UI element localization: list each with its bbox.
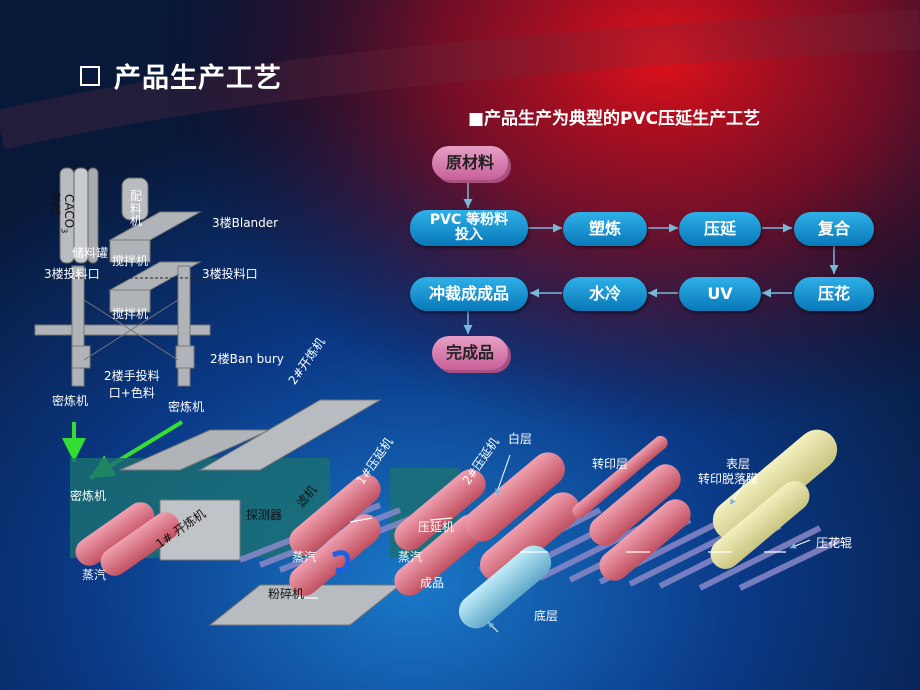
label-floor3-blander: 3楼Blander: [212, 216, 279, 230]
mixer-platform: [34, 211, 211, 387]
node-finished: 完成品: [432, 336, 508, 370]
node-water-cool: 水冷: [563, 277, 647, 311]
checkbox-bullet-icon: [80, 65, 100, 86]
label-crusher: 粉碎机: [268, 587, 305, 601]
node-plasticize: 塑炼: [563, 212, 647, 246]
label-feed-port-right: 3楼投料口: [202, 267, 258, 281]
node-punch: 冲裁成成品: [410, 277, 528, 311]
storage-tanks: [59, 167, 149, 264]
label-steam-3: 蒸汽: [398, 550, 423, 564]
flow-arrows: [463, 182, 839, 334]
label-internal-mixer-right: 密炼机: [168, 400, 205, 414]
page-title: 产品生产工艺: [114, 63, 282, 94]
label-caco3: CACO3: [59, 194, 76, 234]
title-bar: 产品生产工艺: [80, 56, 282, 95]
node-powder-input: PVC 等粉料 投入: [410, 210, 528, 246]
node-uv: UV: [679, 277, 761, 311]
label-floor2-banbury: 2楼Ban bury: [210, 352, 284, 366]
label-product: 成品: [420, 576, 445, 590]
label-steam-2: 蒸汽: [292, 550, 317, 564]
node-raw-material: 原材料: [432, 146, 508, 180]
internal-arrows: [296, 517, 786, 599]
label-transfer-layer: 转印层: [592, 457, 629, 471]
label-emboss-roll: 压花辊: [816, 536, 853, 550]
label-internal-mixer-left: 密炼机: [52, 394, 89, 408]
label-feed-port-left: 3楼投料口: [44, 267, 100, 281]
label-calender-3: 压延机: [418, 520, 455, 534]
label-mixer-1: 搅拌机: [112, 254, 149, 268]
label-mixer-2: 搅拌机: [112, 307, 149, 321]
label-white-layer: 白层: [508, 432, 533, 446]
node-composite: 复合: [794, 212, 874, 246]
flow-subtitle: ■产品生产为典型的PVC压延生产工艺: [468, 109, 761, 129]
label-storage-tank: 储料罐: [72, 246, 109, 260]
label-internal-mixer-bottom: 密炼机: [70, 489, 107, 503]
node-emboss: 压花: [794, 277, 874, 311]
node-calender: 压延: [679, 212, 761, 246]
calender-rolls: [75, 435, 691, 596]
label-dosing-machine: 配 料 机: [130, 189, 143, 229]
rotate-arrow-icon: [331, 550, 351, 573]
label-floor2-manual: 2楼手投料 口+色料: [104, 369, 160, 400]
label-transfer-film: 转印脱落膜: [698, 472, 759, 486]
label-steam-1: 蒸汽: [82, 568, 107, 582]
laminating-rolls: [458, 429, 838, 629]
label-detector: 探测器: [246, 508, 283, 522]
pointer-arrows: [487, 454, 811, 633]
label-surface-layer: 表层: [726, 457, 751, 471]
label-bottom-layer: 底层: [534, 609, 559, 623]
